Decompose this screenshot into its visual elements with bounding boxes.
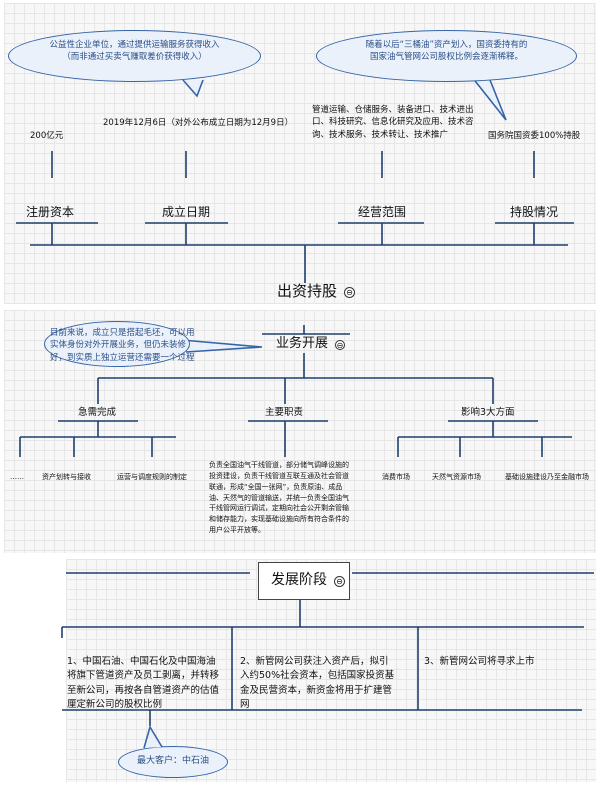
node-founding-date[interactable]: 成立日期: [162, 205, 211, 219]
stage-line: 厘定新公司的股权比例: [67, 698, 163, 710]
stage-line: 3、新管网公司将寻求上市: [424, 656, 535, 667]
callout-line: 好，到实质上独立运营还需要一个过程: [50, 352, 195, 363]
stage-line: 网: [240, 698, 250, 710]
leaf-asset-transfer: 资产划转与接收: [42, 473, 91, 481]
detail-line: 和储存能力，实现基础设施向所有符合条件的: [209, 515, 349, 524]
callout-dilution-text: 随着以后“三桶油”资产划入，国资委持有的 国家油气管网公司股权比例会逐渐稀释。: [320, 40, 573, 64]
stage-line: 入约50%社会资本，包括国家投资基: [240, 670, 395, 682]
callout-operations-progress: [44, 321, 190, 367]
detail-line: 投资建设，负责干线管道互联互通及社会管道: [209, 471, 349, 480]
node-shareholding[interactable]: 持股情况: [510, 205, 559, 219]
callout-line: 目前来说，成立只是搭起毛坯，可以用: [50, 328, 195, 338]
detail-line: 油、天然气的管道输送，并统一负责全国油气: [209, 493, 349, 502]
callout-dilution: [316, 30, 577, 82]
callout-line: 实体身份对外开展业务，但仍未装修: [50, 340, 187, 351]
node-three-impacts[interactable]: 影响3大方面: [461, 407, 515, 418]
root-node-business[interactable]: 业务开展: [276, 336, 329, 351]
callout-line: （而非通过买卖气赚取差价获得收入）: [62, 51, 207, 62]
leaf-ellipsis: ……: [10, 473, 24, 481]
callout-public-welfare: [8, 30, 261, 82]
registered-capital-detail: 200亿元: [30, 131, 64, 141]
stage-3-text: 3、新管网公司将寻求上市: [424, 655, 535, 669]
callout-biggest-customer: [118, 746, 228, 778]
detail-line: 管道运输、仓储服务、装备进口、技术进出: [312, 105, 474, 115]
shareholding-detail: 国务院国资委100%持股: [488, 131, 581, 141]
collapse-icon[interactable]: ⊖: [344, 287, 355, 298]
node-business-scope[interactable]: 经营范围: [358, 205, 407, 219]
stage-1-text: 1、中国石油、中国石化及中国海油 将旗下管道资产及员工剥离，并转移 至新公司，再…: [67, 655, 219, 712]
collapse-icon[interactable]: ⊖: [335, 340, 345, 350]
detail-line: 负责全国油气干线管道，部分储气调峰设施的: [209, 461, 349, 469]
main-duties-detail: 负责全国油气干线管道，部分储气调峰设施的 投资建设，负责干线管道互联互通及社会管…: [209, 460, 349, 536]
detail-line: 口、科技研究、信息化研究及应用、技术咨: [312, 117, 474, 128]
callout-public-welfare-text: 公益性企业单位，通过提供运输服务获得收入 （而非通过买卖气赚取差价获得收入）: [13, 40, 256, 64]
node-urgent-tasks[interactable]: 急需完成: [78, 407, 117, 418]
root-node-development[interactable]: 发展阶段: [271, 572, 327, 588]
stage-line: 1、中国石油、中国石化及中国海油: [67, 656, 216, 667]
leaf-dispatch-rules: 运营与调度规则的制定: [117, 473, 187, 481]
callout-biggest-customer-text: 最大客户：中石油: [136, 756, 209, 766]
business-scope-detail: 管道运输、仓储服务、装备进口、技术进出 口、科技研究、信息化研究及应用、技术咨 …: [312, 104, 474, 141]
callout-line: 国家油气管网公司股权比例会逐渐稀释。: [369, 51, 523, 62]
leaf-gas-resource-market: 天然气资源市场: [432, 473, 481, 481]
node-registered-capital[interactable]: 注册资本: [26, 205, 75, 219]
detail-line: 干线管网运行调试，定期向社会公开剩余管输: [209, 504, 349, 513]
stage-line: 至新公司，再按各自管道资产的估值: [67, 684, 220, 696]
detail-line: 用户公平开放等。: [209, 526, 265, 535]
stage-line: 将旗下管道资产及员工剥离，并转移: [67, 670, 220, 682]
stage-line: 金及民营资本，新资金将用于扩建管: [240, 684, 393, 696]
collapse-icon[interactable]: ⊖: [334, 576, 345, 587]
stage-line: 2、新管网公司获注入资产后，拟引: [240, 656, 389, 667]
node-main-duties[interactable]: 主要职责: [265, 407, 304, 418]
stage-2-text: 2、新管网公司获注入资产后，拟引 入约50%社会资本，包括国家投资基 金及民营资…: [240, 655, 394, 712]
callout-line: 随着以后“三桶油”资产划入，国资委持有的: [365, 40, 528, 50]
callout-line: 公益性企业单位，通过提供运输服务获得收入: [49, 40, 220, 50]
callout-operations-progress-text: 目前来说，成立只是搭起毛坯，可以用 实体身份对外开展业务，但仍未装修 好，到实质…: [50, 327, 195, 364]
leaf-consumer-market: 消费市场: [382, 473, 410, 481]
leaf-infrastructure-finance: 基础设施建设乃至金融市场: [505, 473, 589, 481]
detail-line: 询、技术服务、技术转让、技术推广: [312, 129, 449, 140]
founding-date-detail: 2019年12月6日（对外公布成立日期为12月9日）: [103, 118, 294, 128]
detail-line: 联通，形成“全国一张网”，负责原油、成品: [209, 482, 343, 491]
root-node-shareholding[interactable]: 出资持股: [277, 282, 338, 300]
